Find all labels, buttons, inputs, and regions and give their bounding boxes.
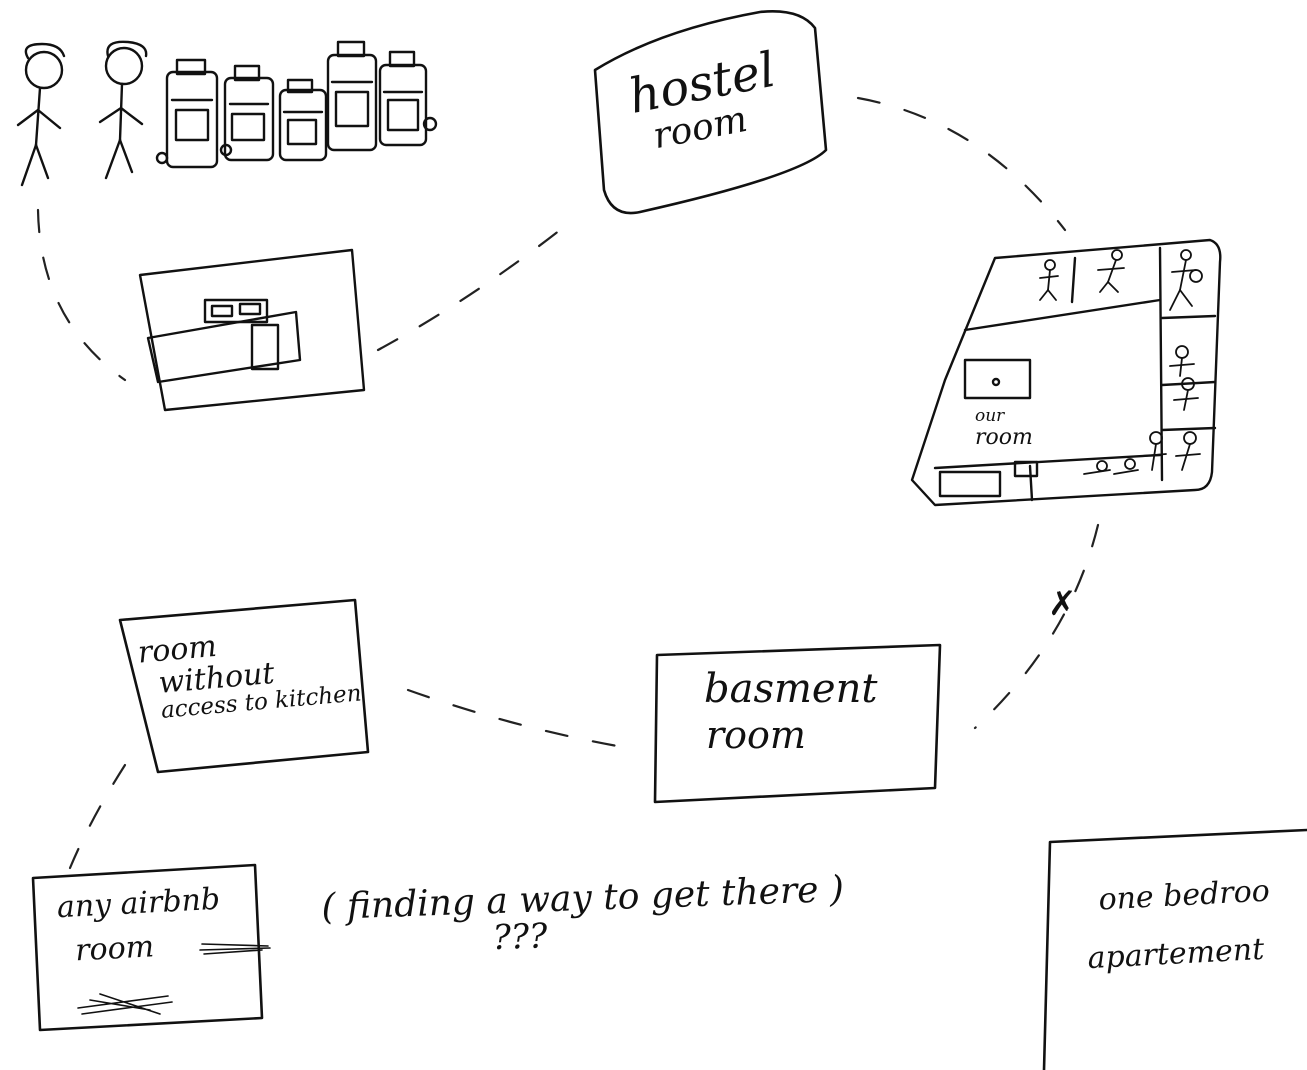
airbnb-room-label: any airbnb room xyxy=(56,881,223,968)
our-room-floorplan xyxy=(910,238,1222,507)
cross-mark: ✗ xyxy=(1048,584,1077,624)
stick-figure-icon xyxy=(16,42,66,187)
pillow-icon xyxy=(203,298,269,324)
no-kitchen-room-box xyxy=(118,598,370,774)
bed-icon xyxy=(146,310,302,384)
scribble-icon xyxy=(77,943,271,1015)
suitcase-icon xyxy=(155,58,219,169)
hostel-room-box xyxy=(593,10,828,215)
suitcase-icon xyxy=(378,50,438,147)
apartment-box xyxy=(1042,828,1307,1070)
stick-figure-icon xyxy=(98,40,148,180)
our-room-label: our room xyxy=(975,406,1033,450)
apartment-line1: one bedroo xyxy=(1097,873,1271,918)
our-room-line1: our xyxy=(975,406,1005,426)
basement-label-line2: room xyxy=(706,713,806,757)
basement-room-label: basment room xyxy=(700,668,877,756)
sofa-icon xyxy=(963,358,1032,400)
no-kitchen-room-label: room without access to kitchen xyxy=(136,619,362,725)
travellers-with-luggage-icon xyxy=(16,40,438,187)
airbnb-label-line1: any airbnb xyxy=(56,881,221,926)
bed-icon xyxy=(938,470,1002,498)
bedroom-sketch xyxy=(138,248,366,412)
suitcase-icon xyxy=(326,40,378,152)
roommate-figures-icon xyxy=(1039,249,1203,475)
suitcase-icon xyxy=(278,78,328,162)
basement-room-box xyxy=(653,643,942,804)
airbnb-room-box xyxy=(31,863,271,1032)
suitcase-icon xyxy=(219,64,275,162)
connector-lines xyxy=(36,96,1100,870)
basement-label-line1: basment xyxy=(704,666,878,712)
our-room-line2: room xyxy=(975,424,1033,450)
apartment-label: one bedroo apartement xyxy=(1087,873,1274,976)
